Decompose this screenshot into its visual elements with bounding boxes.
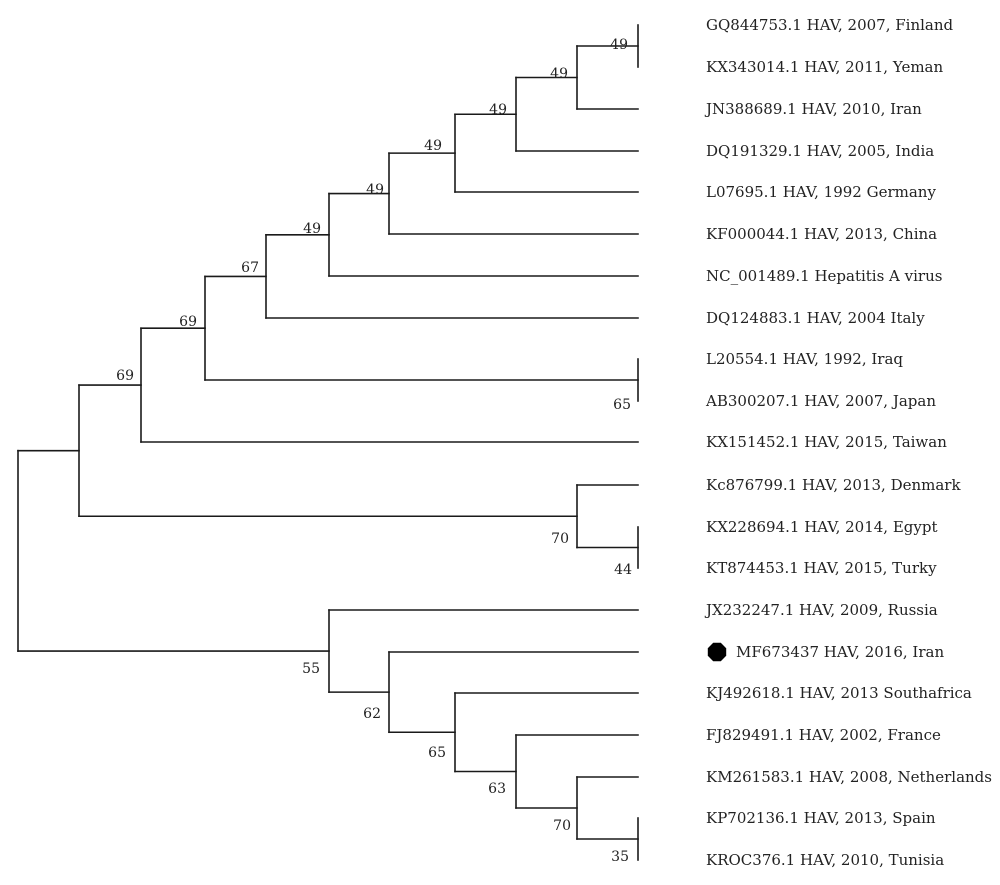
- support-value-n3: 49: [489, 102, 507, 118]
- taxon-label: KROC376.1 HAV, 2010, Tunisia: [706, 851, 944, 869]
- support-value-n11: 44: [614, 562, 632, 578]
- support-value-n6: 49: [303, 221, 321, 237]
- taxon-label: L20554.1 HAV, 1992, Iraq: [706, 350, 903, 368]
- taxon-label: DQ191329.1 HAV, 2005, India: [706, 142, 934, 160]
- taxon-label: JN388689.1 HAV, 2010, Iran: [704, 100, 922, 118]
- markers: [707, 642, 727, 662]
- support-value-n12: 70: [551, 531, 569, 547]
- taxon-label: Kc876799.1 HAV, 2013, Denmark: [706, 476, 961, 494]
- tree-branches: [17, 24, 639, 861]
- support-value-n7: 67: [241, 260, 259, 276]
- taxon-label: KT874453.1 HAV, 2015, Turky: [706, 559, 937, 577]
- taxon-label: MF673437 HAV, 2016, Iran: [736, 643, 944, 661]
- taxon-label: L07695.1 HAV, 1992 Germany: [706, 183, 936, 201]
- support-values: 49 49 49 49 49 49 67 69 69 65 70 44 55 62 65 63 70 35: [116, 37, 632, 865]
- taxon-label: FJ829491.1 HAV, 2002, France: [706, 726, 941, 744]
- leaf-labels: GQ844753.1 HAV, 2007, FinlandKX343014.1 …: [704, 16, 992, 869]
- support-value-n1: 49: [610, 37, 628, 53]
- support-value-n5: 49: [366, 182, 384, 198]
- taxon-label: DQ124883.1 HAV, 2004 Italy: [706, 309, 925, 327]
- taxon-label: JX232247.1 HAV, 2009, Russia: [704, 601, 938, 619]
- taxon-label: KP702136.1 HAV, 2013, Spain: [706, 809, 936, 827]
- support-value-n4: 49: [424, 138, 442, 154]
- support-value-n14: 35: [611, 849, 629, 865]
- taxon-label: KX151452.1 HAV, 2015, Taiwan: [706, 433, 947, 451]
- taxon-label: AB300207.1 HAV, 2007, Japan: [705, 392, 936, 410]
- taxon-label: KF000044.1 HAV, 2013, China: [706, 225, 937, 243]
- support-value-n9: 69: [179, 314, 197, 330]
- support-value-n2: 49: [550, 66, 568, 82]
- support-value-n15: 70: [553, 818, 571, 834]
- support-value-n8: 65: [613, 397, 631, 413]
- filled-octagon-icon: [707, 642, 727, 662]
- support-value-n16: 63: [488, 781, 506, 797]
- support-value-n19: 55: [302, 661, 320, 677]
- taxon-label: KX228694.1 HAV, 2014, Egypt: [706, 518, 938, 536]
- taxon-label: NC_001489.1 Hepatitis A virus: [706, 267, 942, 285]
- support-value-n10: 69: [116, 368, 134, 384]
- taxon-label: KJ492618.1 HAV, 2013 Southafrica: [706, 684, 972, 702]
- support-value-n18: 62: [363, 706, 381, 722]
- taxon-label: KX343014.1 HAV, 2011, Yeman: [706, 58, 943, 76]
- taxon-label: GQ844753.1 HAV, 2007, Finland: [706, 16, 954, 34]
- taxon-label: KM261583.1 HAV, 2008, Netherlands: [706, 768, 992, 786]
- support-value-n17: 65: [428, 745, 446, 761]
